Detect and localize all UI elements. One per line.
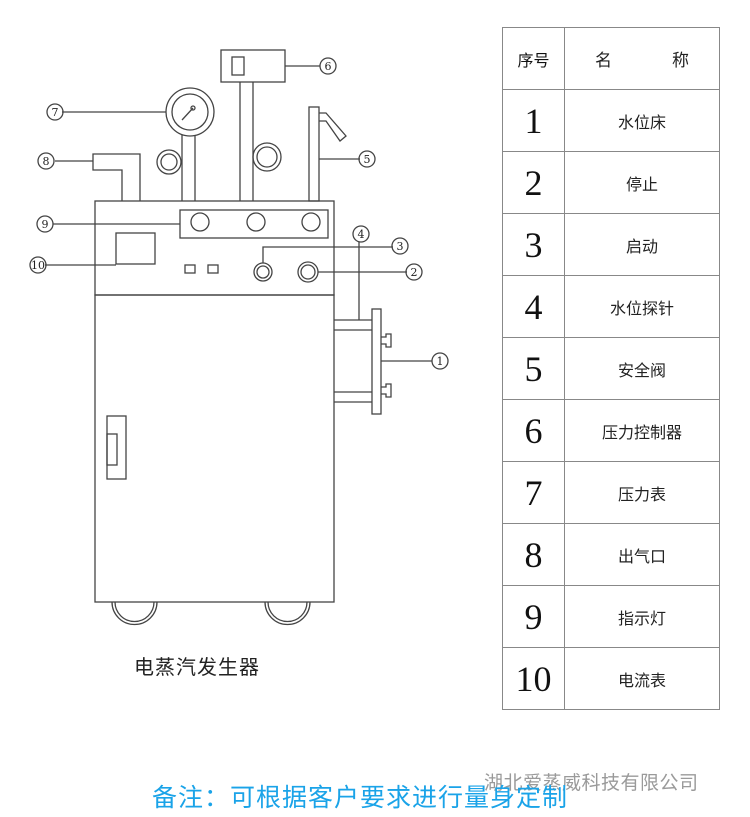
callout-10: 10: [29, 256, 47, 274]
callout-7: 7: [46, 103, 64, 121]
callout-5: 5: [358, 150, 376, 168]
cabinet-body: [94, 294, 335, 603]
diagram-title: 电蒸汽发生器: [134, 655, 260, 679]
svg-text:1: 1: [437, 355, 444, 368]
control-panel: [94, 200, 335, 296]
callout-2: 2: [405, 263, 423, 281]
row-number: 2: [502, 151, 565, 214]
start-button: [253, 262, 273, 282]
row-name: 压力控制器: [564, 399, 720, 462]
svg-text:5: 5: [364, 153, 371, 166]
wheel-right: [264, 601, 311, 626]
pressure-controller: [220, 49, 286, 201]
row-number: 6: [502, 399, 565, 462]
customization-note: 备注：可根据客户要求进行量身定制: [152, 783, 569, 812]
steam-generator-diagram: 1 2 3 4 5 6 7 8 9 10: [29, 49, 449, 626]
header-name-right: 称: [672, 51, 689, 71]
table-header-row: 序号 名称: [502, 27, 720, 90]
row-name: 出气口: [564, 523, 720, 586]
header-name-left: 名: [595, 51, 612, 71]
steam-outlet: [92, 153, 141, 201]
row-number: 10: [502, 647, 565, 710]
callout-3: 3: [391, 237, 409, 255]
svg-text:10: 10: [31, 259, 45, 272]
small-switch: [184, 264, 196, 274]
svg-text:8: 8: [43, 155, 50, 168]
callout-1: 1: [431, 352, 449, 370]
row-number: 9: [502, 585, 565, 648]
svg-text:6: 6: [325, 60, 332, 73]
row-number: 8: [502, 523, 565, 586]
row-number: 1: [502, 89, 565, 152]
header-number: 序号: [502, 27, 565, 90]
stop-button: [297, 261, 319, 283]
row-name: 指示灯: [564, 585, 720, 648]
callout-4: 4: [352, 225, 370, 243]
row-name: 水位探针: [564, 275, 720, 338]
svg-text:3: 3: [397, 240, 404, 253]
callout-8: 8: [37, 152, 55, 170]
row-number: 5: [502, 337, 565, 400]
svg-text:9: 9: [42, 218, 49, 231]
callout-leaders: [45, 65, 432, 362]
safety-valve: [308, 106, 347, 202]
row-number: 3: [502, 213, 565, 276]
svg-text:4: 4: [358, 228, 365, 241]
pressure-gauge: [156, 87, 215, 201]
callout-6: 6: [319, 57, 337, 75]
row-name: 水位床: [564, 89, 720, 152]
row-number: 7: [502, 461, 565, 524]
header-name: 名称: [564, 27, 720, 90]
row-name: 电流表: [564, 647, 720, 710]
small-switch: [207, 264, 219, 274]
indicator-lights: [179, 209, 329, 239]
ammeter: [115, 232, 156, 265]
svg-text:2: 2: [411, 266, 418, 279]
wheel-left: [111, 601, 158, 626]
door-handle: [106, 415, 127, 480]
row-name: 停止: [564, 151, 720, 214]
row-number: 4: [502, 275, 565, 338]
company-watermark: 湖北爱蒸威科技有限公司: [484, 772, 699, 794]
row-name: 安全阀: [564, 337, 720, 400]
callout-9: 9: [36, 215, 54, 233]
row-name: 启动: [564, 213, 720, 276]
row-name: 压力表: [564, 461, 720, 524]
svg-text:7: 7: [52, 106, 59, 119]
